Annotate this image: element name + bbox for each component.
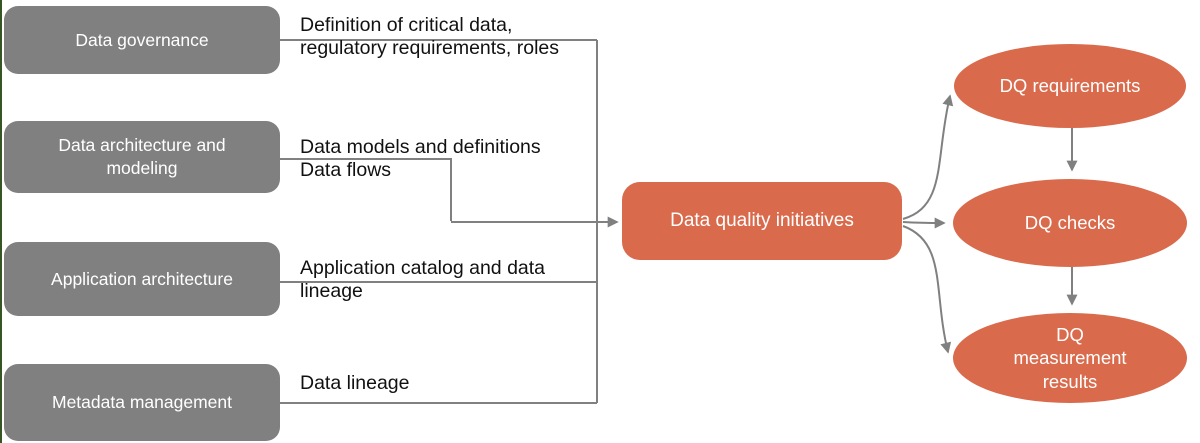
- note-governance-output: Definition of critical data, regulatory …: [300, 14, 560, 59]
- output-dq-measurement-results: DQ measurement results: [953, 313, 1187, 403]
- source-box-data-architecture-modeling: Data architecture and modeling: [4, 121, 280, 193]
- connector-architecture: [280, 158, 452, 221]
- source-box-application-architecture: Application architecture: [4, 242, 280, 316]
- output-dq-requirements: DQ requirements: [954, 44, 1186, 128]
- note-metadata-output: Data lineage: [300, 372, 410, 394]
- note-application-output: Application catalog and data lineage: [300, 257, 546, 302]
- hub-data-quality-initiatives: Data quality initiatives: [622, 182, 902, 260]
- arrow-hub-to-checks: [902, 217, 946, 229]
- note-architecture-output: Data models and definitions Data flows: [300, 136, 541, 181]
- source-box-data-governance: Data governance: [4, 6, 280, 74]
- arrow-hub-to-results: [902, 225, 952, 354]
- source-box-metadata-management: Metadata management: [4, 364, 280, 441]
- arrow-hub-to-requirements: [902, 94, 954, 220]
- output-dq-checks: DQ checks: [953, 179, 1187, 267]
- left-edge-accent-line: [0, 0, 2, 443]
